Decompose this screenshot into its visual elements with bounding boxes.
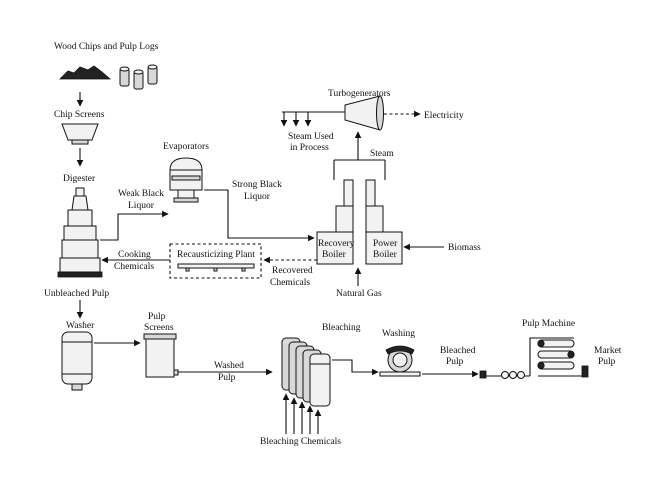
turbogenerator-equipment bbox=[344, 95, 384, 131]
recovery-boiler-equipment bbox=[316, 179, 354, 265]
label-pulp-machine: Pulp Machine bbox=[522, 319, 575, 329]
label-bleached-pulp-2: Pulp bbox=[446, 357, 464, 367]
label-pulp-screens: Pulp bbox=[148, 312, 166, 322]
label-bleaching-chemicals: Bleaching Chemicals bbox=[260, 437, 341, 447]
label-pulp-screens-2: Screens bbox=[144, 323, 174, 333]
label-chip-screens: Chip Screens bbox=[54, 110, 105, 120]
label-market-pulp: Market bbox=[594, 346, 622, 356]
label-washing: Washing bbox=[382, 329, 415, 339]
label-weak-black-liquor: Weak Black bbox=[118, 189, 164, 199]
bleaching-towers-equipment bbox=[281, 337, 331, 407]
label-digester: Digester bbox=[63, 174, 96, 184]
label-steam: Steam bbox=[370, 149, 394, 159]
label-electricity: Electricity bbox=[424, 111, 464, 121]
label-market-pulp-2: Pulp bbox=[598, 357, 616, 367]
pulp-screens-equipment bbox=[143, 333, 179, 378]
recausticizing-plant-equipment bbox=[169, 243, 262, 279]
label-washer: Washer bbox=[66, 321, 95, 331]
chip-screens-equipment bbox=[61, 123, 99, 145]
label-steam-used-2: in Process bbox=[290, 143, 329, 153]
wood-chips-pile-icon bbox=[59, 65, 112, 80]
label-unbleached-pulp: Unbleached Pulp bbox=[44, 289, 109, 299]
label-power-boiler-2: Boiler bbox=[373, 250, 398, 260]
label-wood-chips: Wood Chips and Pulp Logs bbox=[54, 42, 159, 52]
digester-equipment bbox=[57, 187, 103, 278]
label-recovered-chemicals: Recovered bbox=[272, 266, 313, 276]
label-strong-black-liquor: Strong Black bbox=[232, 180, 282, 190]
label-bleaching: Bleaching bbox=[322, 323, 361, 333]
label-washed-pulp-2: Pulp bbox=[218, 373, 236, 383]
label-biomass: Biomass bbox=[448, 243, 481, 253]
label-cooking-chemicals-2: Chemicals bbox=[114, 262, 154, 272]
washing-drum-equipment bbox=[379, 345, 421, 377]
label-turbogenerators: Turbogenerators bbox=[328, 89, 391, 99]
label-bleached-pulp: Bleached bbox=[440, 346, 476, 356]
label-washed-pulp: Washed bbox=[214, 361, 244, 371]
pulp-machine-equipment bbox=[479, 337, 589, 379]
label-weak-black-liquor-2: Liquor bbox=[128, 201, 155, 211]
label-recausticizing-plant: Recausticizing Plant bbox=[177, 250, 255, 260]
label-cooking-chemicals: Cooking bbox=[118, 250, 151, 260]
evaporators-equipment bbox=[169, 157, 203, 203]
label-recovery-boiler-2: Boiler bbox=[322, 250, 347, 260]
pulp-logs-icon bbox=[119, 64, 158, 90]
label-steam-used: Steam Used bbox=[288, 132, 334, 142]
label-natural-gas: Natural Gas bbox=[336, 289, 382, 299]
label-evaporators: Evaporators bbox=[163, 142, 209, 152]
label-strong-black-liquor-2: Liquor bbox=[244, 192, 271, 202]
label-power-boiler: Power bbox=[373, 239, 398, 249]
washer-equipment bbox=[61, 331, 93, 391]
flow-connectors bbox=[76, 92, 479, 434]
label-recovery-boiler: Recovery bbox=[318, 239, 355, 249]
label-recovered-chemicals-2: Chemicals bbox=[270, 278, 310, 288]
power-boiler-equipment bbox=[365, 179, 403, 265]
